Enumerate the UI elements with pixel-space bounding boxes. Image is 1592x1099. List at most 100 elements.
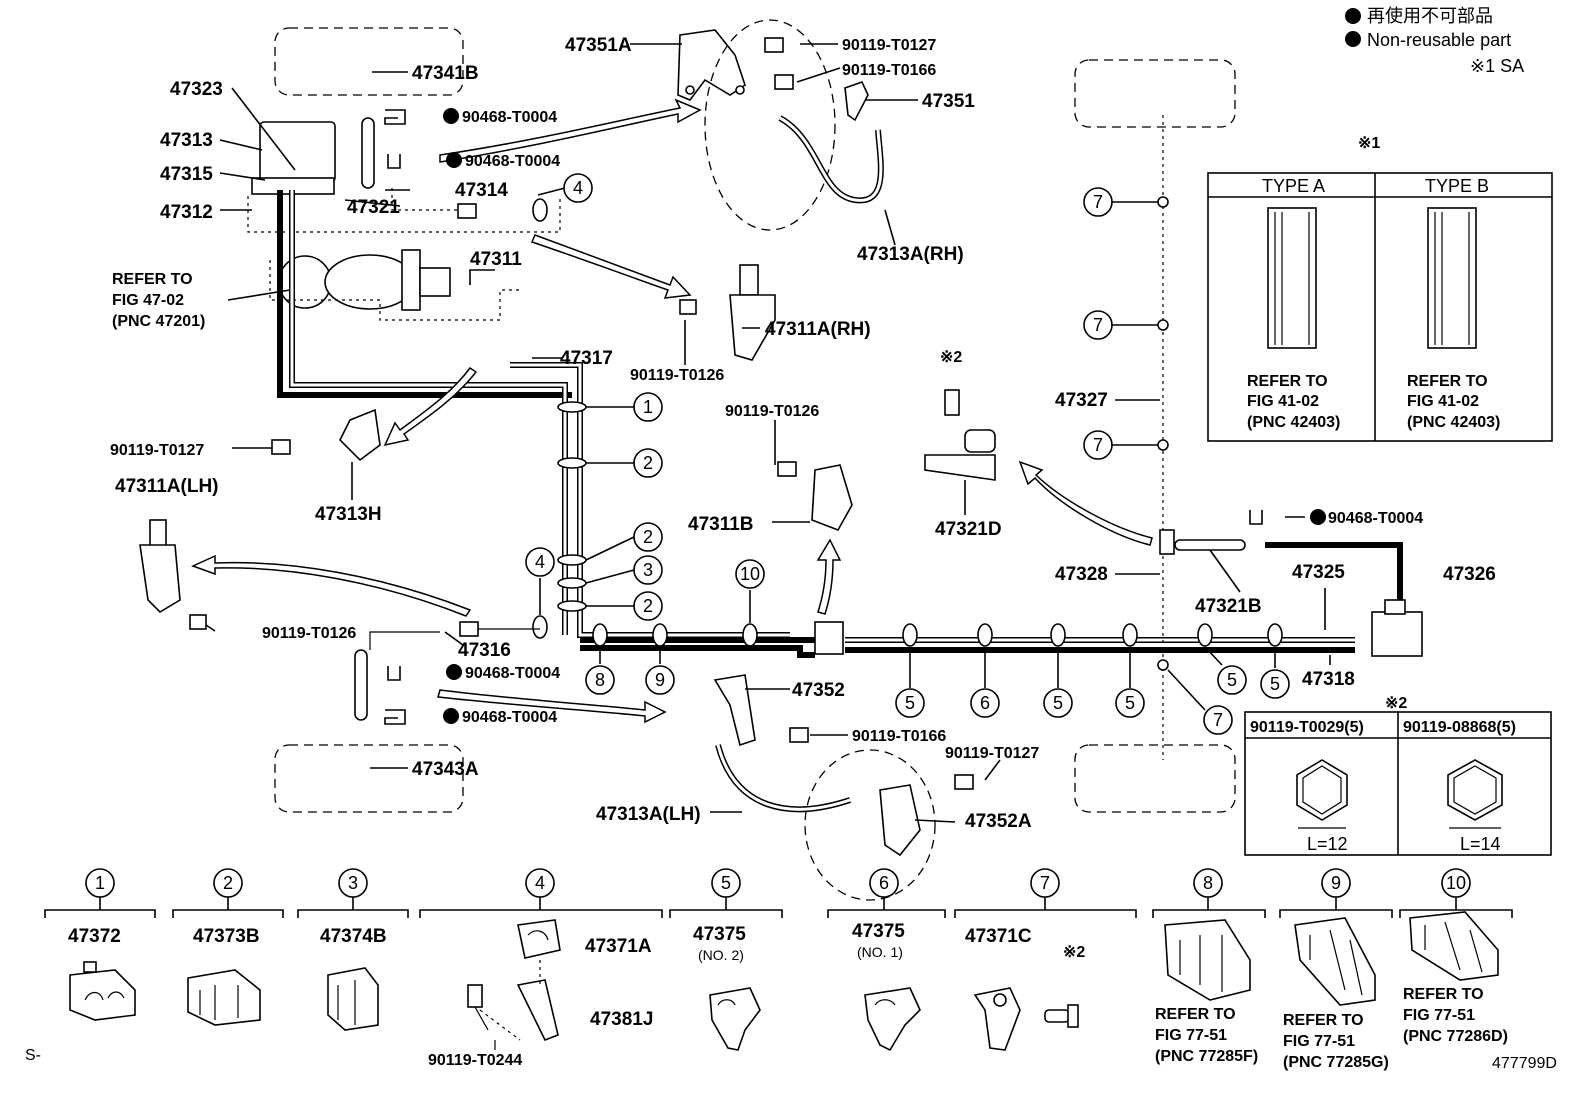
type-a-header: TYPE A (1262, 176, 1325, 196)
label-90119-T0126-c: 90119-T0126 (725, 403, 819, 420)
clip-47371C-icon (973, 987, 1079, 1051)
clip-47374B-icon (327, 967, 379, 1031)
clip-47373B-icon (187, 969, 261, 1026)
label-90119-T0127-mid: 90119-T0127 (110, 442, 204, 459)
label-47371A: 47371A (585, 936, 652, 957)
type-b-refer-1: REFER TO (1407, 373, 1488, 390)
clip-77285G-icon (1294, 917, 1376, 1006)
label-90468-T0004-d: 90468-T0004 (462, 709, 557, 726)
hex-bolt-icon (1447, 759, 1503, 821)
bracket-47311A-RH-icon (679, 264, 776, 361)
label-47351: 47351 (922, 91, 975, 112)
callout-4: 4 (573, 178, 583, 198)
non-reusable-dot-icon (1345, 31, 1361, 47)
non-reusable-dot-icon (1345, 8, 1361, 24)
refer-47-02-line3: (PNC 47201) (112, 313, 205, 330)
clip-47371A-icon (517, 919, 561, 959)
label-47372: 47372 (68, 926, 121, 947)
callout-7: 7 (1093, 435, 1103, 455)
callout-9: 9 (655, 670, 665, 690)
note-x2: ※2 (1385, 695, 1407, 712)
bottom-callout-9: 9 (1331, 873, 1341, 893)
detail-circle-top (704, 19, 836, 231)
label-90119-T0127-top: 90119-T0127 (842, 37, 936, 54)
refer-77285F-1: REFER TO (1155, 1006, 1236, 1023)
bracket-47352-icon (713, 674, 809, 747)
note-x2-bottom: ※2 (1063, 944, 1085, 961)
bolt-box: 90119-T0029(5) 90119-08868(5) L=12 L=14 (1244, 711, 1552, 856)
label-90119-T0127-bottom: 90119-T0127 (945, 745, 1039, 762)
part-labels: 47351A 90119-T0127 90119-T0166 47351 473… (110, 35, 1496, 832)
label-47352: 47352 (792, 680, 845, 701)
callout-7: 7 (1213, 710, 1223, 730)
label-90468-T0004-e: 90468-T0004 (1328, 510, 1423, 527)
label-47313H: 47313H (315, 504, 382, 525)
callout-circles: 1 2 2 3 2 4 4 8 9 10 5 6 5 5 5 5 7 7 7 7 (525, 173, 1290, 735)
note-x1: ※1 (1358, 135, 1380, 152)
clip-90468-icons (384, 109, 1263, 725)
label-47371C: 47371C (965, 926, 1032, 947)
legend-note: ※1 SA (1470, 56, 1524, 76)
label-47315: 47315 (160, 164, 213, 185)
callout-7: 7 (1093, 192, 1103, 212)
bottom-callout-3: 3 (348, 873, 358, 893)
refer-77285G-2: FIG 77-51 (1283, 1033, 1355, 1050)
bottom-callout-5: 5 (721, 873, 731, 893)
refer-77285G-3: (PNC 77285G) (1283, 1054, 1389, 1071)
callout-7: 7 (1093, 315, 1103, 335)
clip-47375-no1-icon (864, 987, 921, 1052)
type-a-refer-3: (PNC 42403) (1247, 414, 1340, 431)
label-47325: 47325 (1292, 562, 1345, 583)
callout-5: 5 (1125, 693, 1135, 713)
label-47314: 47314 (455, 180, 508, 201)
ref-box-bottom-right (1074, 744, 1236, 813)
hose-47314 (361, 117, 375, 189)
label-47313A-RH: 47313A(RH) (857, 244, 964, 265)
footer-left: S- (25, 1047, 41, 1064)
label-90119-T0166-top: 90119-T0166 (842, 62, 936, 79)
label-90119-T0166-bottom: 90119-T0166 (852, 728, 946, 745)
hose-47321B (1174, 539, 1246, 551)
label-47374B: 47374B (320, 926, 387, 947)
label-47327: 47327 (1055, 390, 1108, 411)
legend-jp: 再使用不可部品 (1367, 6, 1493, 26)
label-47313: 47313 (160, 130, 213, 151)
bracket-47311B-icon (777, 461, 853, 531)
label-47328: 47328 (1055, 564, 1108, 585)
callout-3: 3 (643, 560, 653, 580)
type-a-refer-1: REFER TO (1247, 373, 1328, 390)
callout-10: 10 (740, 564, 760, 584)
bolt-length-2: L=14 (1460, 834, 1501, 854)
boot-type-a-icon (1267, 207, 1317, 349)
callout-5: 5 (905, 693, 915, 713)
callout-4: 4 (535, 552, 545, 572)
label-90468-T0004-c: 90468-T0004 (465, 665, 560, 682)
bottom-callout-2: 2 (223, 873, 233, 893)
boot-type-b-icon (1427, 207, 1477, 349)
label-47343A: 47343A (412, 759, 479, 780)
bracket-47311A-LH-icon (139, 519, 207, 630)
label-47311: 47311 (470, 249, 522, 270)
bottom-callout-7: 7 (1040, 873, 1050, 893)
direction-arrows (191, 98, 1153, 724)
label-47326: 47326 (1443, 564, 1496, 585)
clip-77285F-icon (1164, 919, 1251, 1001)
label-47351A: 47351A (565, 35, 632, 56)
type-b-refer-3: (PNC 42403) (1407, 414, 1500, 431)
label-90119-T0244: 90119-T0244 (428, 1052, 522, 1069)
legend-en: Non-reusable part (1367, 30, 1511, 50)
bracket-47352A-icon (879, 784, 921, 857)
ref-box-bottom-left (274, 744, 464, 813)
pipe-clips-horizontal (532, 615, 1283, 647)
label-no2: (NO. 2) (698, 947, 744, 963)
label-47381J: 47381J (590, 1009, 653, 1030)
note-x2-top: ※2 (940, 349, 962, 366)
refer-77286D-3: (PNC 77286D) (1403, 1028, 1508, 1045)
label-47375-no1: 47375 (852, 921, 905, 942)
label-47316: 47316 (458, 640, 511, 661)
label-47317: 47317 (560, 348, 613, 369)
junction-47311B-connector (814, 621, 844, 655)
label-90468-T0004-a: 90468-T0004 (462, 109, 557, 126)
bracket-47351-icon (844, 81, 869, 122)
